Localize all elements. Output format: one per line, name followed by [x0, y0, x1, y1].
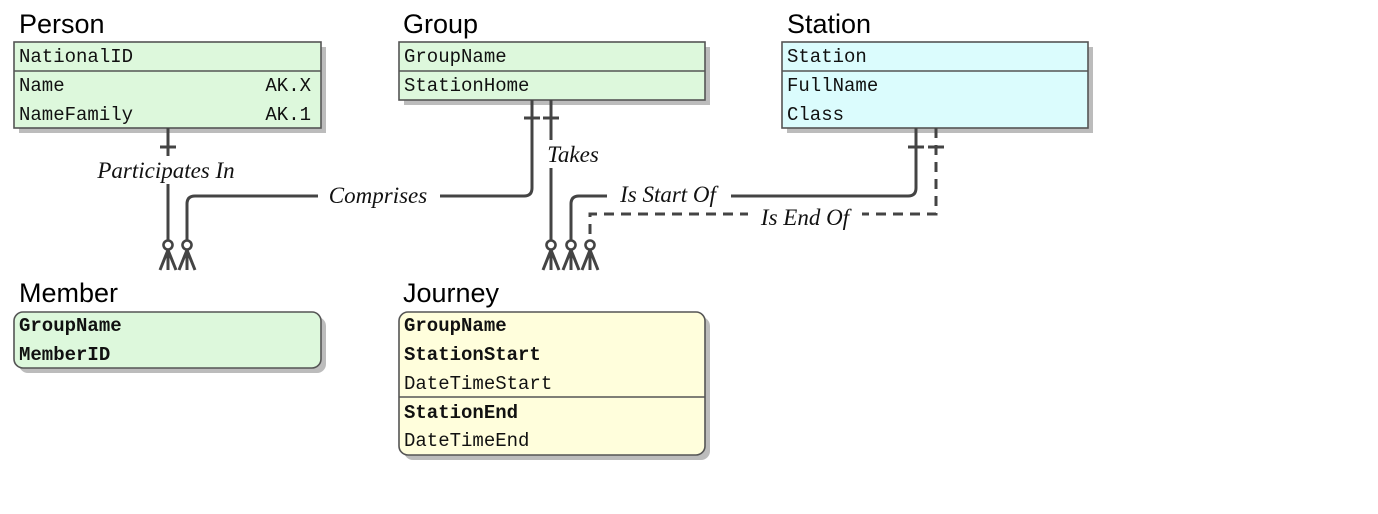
attribute-datetimeend: DateTimeEnd — [404, 430, 529, 452]
entity-person: Person NationalID Name AK.X NameFamily A… — [13, 9, 326, 133]
attribute-namefamily: NameFamily — [19, 104, 133, 126]
entity-box-person — [13, 41, 322, 129]
optional-circle-marker — [565, 239, 577, 251]
relationship-is-start-of: Is Start Of — [561, 128, 924, 271]
attribute-nationalid: NationalID — [19, 46, 133, 68]
attribute-stationend: StationEnd — [404, 402, 518, 424]
attribute-memberid: MemberID — [19, 344, 110, 366]
entity-title-member: Member — [19, 278, 118, 308]
optional-circle-marker — [181, 239, 193, 251]
entity-member: Member GroupName MemberID — [13, 278, 326, 373]
entity-box-station — [781, 41, 1089, 129]
relationship-participates-in: Participates In — [82, 128, 250, 271]
label-background — [748, 202, 862, 230]
relationship-label-takes: Takes — [547, 142, 599, 167]
entity-box-member — [13, 311, 322, 369]
attribute-name: Name — [19, 75, 65, 97]
relationship-is-end-of: Is End Of — [580, 128, 944, 271]
relationship-label-is-end-of: Is End Of — [760, 205, 853, 230]
entity-group: Group GroupName StationHome — [398, 9, 710, 105]
optional-circle-marker — [584, 239, 596, 251]
entity-title-journey: Journey — [403, 278, 500, 308]
relationship-label-is-start-of: Is Start Of — [619, 182, 719, 207]
attribute-stationhome: StationHome — [404, 75, 529, 97]
entity-journey: Journey GroupName StationStart DateTimeS… — [398, 278, 710, 460]
attribute-groupname: GroupName — [19, 315, 122, 337]
relationship-label-participates-in: Participates In — [96, 158, 234, 183]
entity-title-station: Station — [787, 9, 871, 39]
attribute-fullname: FullName — [787, 75, 878, 97]
attribute-namefamily-key: AK.1 — [265, 104, 311, 126]
crows-foot-marker — [580, 249, 600, 271]
crows-foot-marker — [561, 249, 581, 271]
label-background — [318, 180, 440, 210]
optional-circle-marker — [162, 239, 174, 251]
crows-foot-marker — [177, 249, 197, 271]
label-background — [540, 140, 606, 168]
relationship-comprises: Comprises — [177, 100, 540, 271]
attribute-name-key: AK.X — [265, 75, 311, 97]
entity-title-person: Person — [19, 9, 105, 39]
relationship-takes: Takes — [540, 100, 606, 271]
relationship-label-comprises: Comprises — [329, 183, 427, 208]
crows-foot-marker — [158, 249, 178, 271]
crows-foot-marker — [541, 249, 561, 271]
entity-box-journey — [398, 311, 706, 456]
attribute-groupname: GroupName — [404, 46, 507, 68]
attribute-station: Station — [787, 46, 867, 68]
attribute-class: Class — [787, 104, 844, 126]
entity-title-group: Group — [403, 9, 478, 39]
label-background — [607, 180, 731, 210]
attribute-stationstart: StationStart — [404, 344, 541, 366]
attribute-datetimestart: DateTimeStart — [404, 373, 552, 395]
label-background — [82, 156, 250, 184]
entity-station: Station Station FullName Class — [781, 9, 1093, 133]
relationship-line — [569, 128, 918, 240]
attribute-groupname: GroupName — [404, 315, 507, 337]
optional-circle-marker — [545, 239, 557, 251]
